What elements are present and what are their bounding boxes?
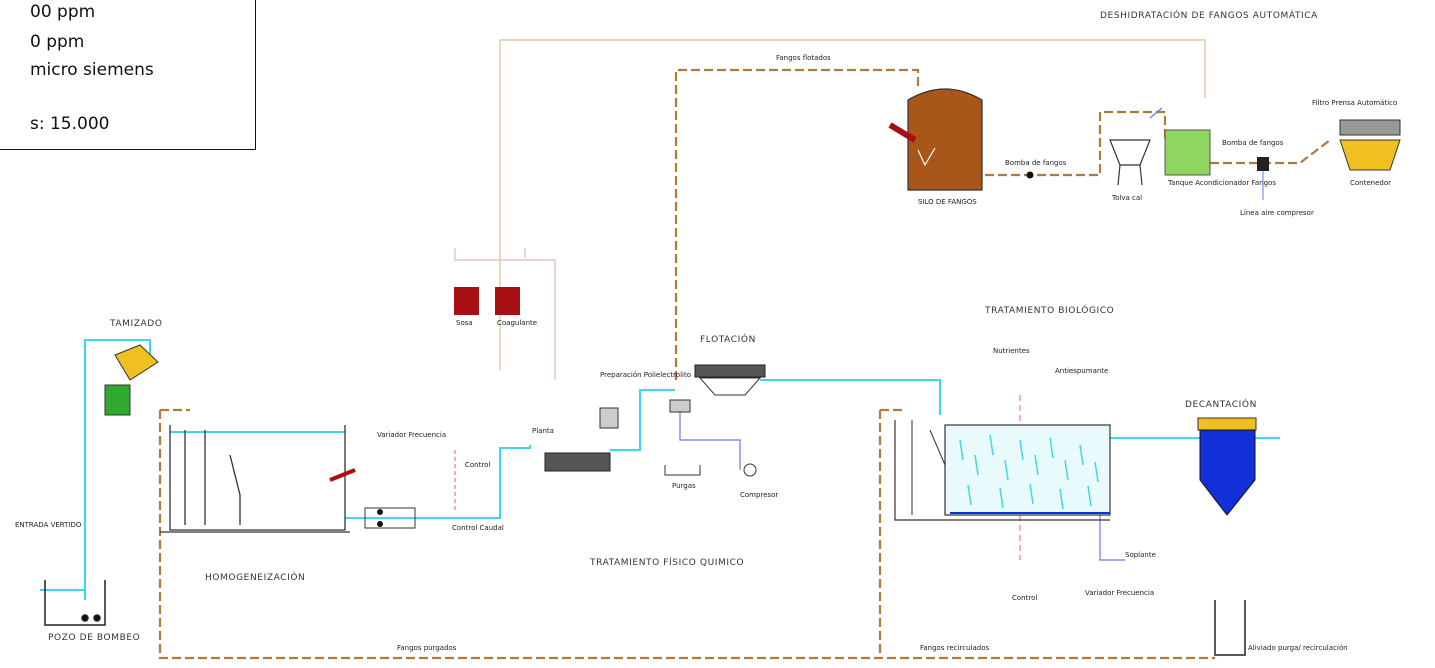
sludge-lines [158, 68, 1331, 660]
label-control-caudal: Control Caudal [452, 524, 504, 532]
label-fangos-purgados: Fangos purgados [397, 644, 457, 652]
sludge-pump-2 [1257, 157, 1269, 171]
label-control-2: Control [1012, 594, 1037, 602]
label-antiespumante: Antiespumante [1055, 367, 1108, 375]
label-fangos-flotados: Fangos flotados [776, 54, 831, 62]
info-line-2: 0 ppm [30, 32, 85, 52]
lime-hopper [1109, 107, 1163, 186]
info-line-3: micro siemens [30, 60, 154, 80]
water-lines [40, 339, 1280, 600]
label-bomba-de-fangos-1: Bomba de fangos [1005, 159, 1067, 167]
label-bomba-de-fangos-2: Bomba de fangos [1222, 139, 1284, 147]
label-preparacion-polielectrolito: Preparación Polielectrolito [600, 371, 691, 379]
section-homogeneizacion: HOMOGENEIZACIÓN [205, 571, 305, 583]
clarifier [1197, 417, 1257, 656]
coagulante-tank [495, 287, 520, 315]
label-silo-de-fangos: SILO DE FANGOS [918, 198, 977, 206]
section-decantacion: DECANTACIÓN [1185, 398, 1257, 410]
coagulation-reactor [544, 452, 611, 472]
label-tolva-cal: Tolva cal [1111, 194, 1142, 202]
info-line-1: 00 ppm [30, 2, 96, 22]
homogenization-tank [160, 425, 356, 533]
biological-reactor [894, 420, 1111, 521]
filter-press [1339, 119, 1401, 171]
section-pozo-de-bombeo: POZO DE BOMBEO [48, 633, 140, 643]
section-tamizado: TAMIZADO [109, 319, 163, 329]
label-coagulante: Coagulante [497, 319, 537, 327]
section-flotacion: FLOTACIÓN [700, 333, 756, 345]
label-nutrientes: Nutrientes [993, 347, 1030, 355]
purge-tank [664, 465, 701, 476]
info-line-4: s: 15.000 [30, 114, 110, 134]
label-entrada-vertido: ENTRADA VERTIDO [15, 521, 82, 529]
sludge-silo [888, 88, 983, 191]
section-deshidratacion: DESHIDRATACIÓN DE FANGOS AUTOMÁTICA [1100, 9, 1318, 21]
label-filtro-prensa: Filtro Prensa Automático [1312, 99, 1397, 107]
label-variador-frecuencia-2: Variador Frecuencia [1085, 589, 1154, 597]
process-info-box: 00 ppm 0 ppm micro siemens s: 15.000 [0, 0, 256, 150]
section-tratamiento-biologico: TRATAMIENTO BIOLÓGICO [984, 304, 1114, 316]
section-tratamiento-fisico-quimico: TRATAMIENTO FÍSICO QUIMICO [589, 556, 744, 568]
daf-unit [669, 364, 766, 413]
label-aliviado-purga-recirculacion: Aliviado purga/ recirculación [1248, 644, 1348, 652]
label-variador-frecuencia-1: Variador Frecuencia [377, 431, 446, 439]
label-linea-aire-compresor: Línea aire compresor [1240, 209, 1314, 217]
conditioning-tank [1164, 129, 1211, 176]
label-compresor: Compresor [740, 491, 778, 499]
label-sosa: Sosa [456, 319, 473, 327]
label-control-1: Control [465, 461, 490, 469]
label-tanque-acondicionador: Tanque Acondicionador Fangos [1167, 179, 1276, 187]
feed-pumps [364, 507, 416, 529]
polymer-feed-line [499, 39, 1206, 370]
label-planta: Planta [532, 427, 554, 435]
pumping-well [44, 580, 106, 626]
label-purgas: Purgas [672, 482, 696, 490]
polymer-prep-unit [599, 407, 619, 429]
label-contenedor: Contenedor [1350, 179, 1391, 187]
label-soplante: Soplante [1125, 551, 1156, 559]
sludge-pump-1 [1026, 171, 1034, 179]
compressor [743, 463, 757, 477]
screening-unit [104, 344, 159, 416]
label-fangos-recirculados: Fangos recirculados [920, 644, 990, 652]
sosa-tank [454, 287, 479, 315]
